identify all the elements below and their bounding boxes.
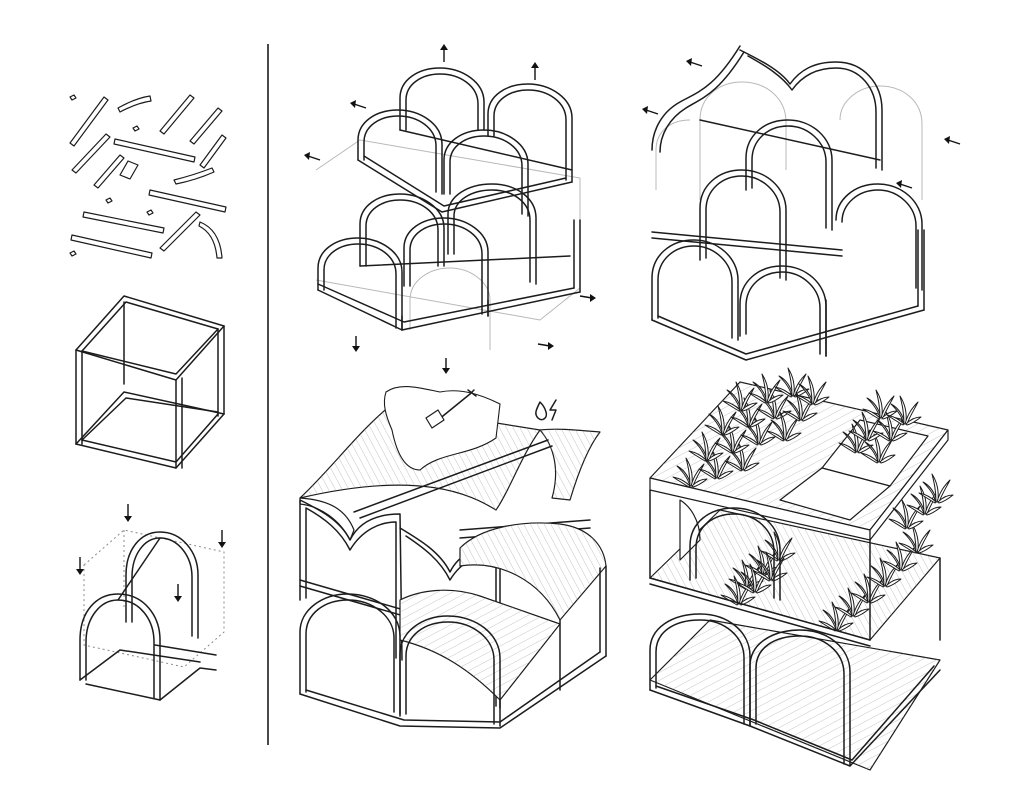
part — [93, 154, 125, 189]
arrow-left-icon — [944, 136, 961, 145]
part — [159, 94, 195, 135]
part — [198, 221, 223, 259]
part — [71, 133, 111, 174]
water-drop-icon — [535, 401, 548, 421]
arrow-down-icon — [124, 504, 132, 522]
panel-stacked-arch-grid — [304, 44, 596, 374]
arrow-left-icon — [686, 58, 703, 67]
panel-arch-module — [76, 504, 226, 701]
arrow-right-icon — [579, 294, 596, 302]
part — [113, 138, 196, 163]
lightning-icon — [549, 399, 557, 421]
part — [189, 107, 223, 145]
panel-shifted-arch-grid — [642, 45, 961, 361]
part — [119, 160, 139, 180]
arrow-left-icon — [896, 180, 913, 189]
panel-planted-structure — [649, 367, 954, 771]
arrow-down-icon — [76, 557, 84, 575]
arrow-left-icon — [642, 106, 659, 115]
part — [199, 134, 227, 169]
part — [105, 197, 113, 204]
part — [146, 209, 154, 216]
part — [69, 96, 109, 147]
arrow-down-icon — [442, 358, 450, 374]
part — [69, 94, 77, 101]
soil-heap — [383, 386, 501, 471]
part — [82, 211, 165, 234]
arrow-up-icon — [531, 62, 539, 80]
arrow-up-icon — [440, 44, 448, 62]
arrow-right-icon — [537, 342, 554, 350]
arrow-down-icon — [174, 584, 182, 602]
panel-cube-frame — [75, 295, 225, 469]
part — [117, 95, 152, 113]
part — [70, 234, 153, 259]
part — [69, 250, 77, 257]
panel-parts — [69, 94, 227, 259]
arrow-left-icon — [304, 152, 321, 161]
arrow-down-icon — [218, 530, 226, 548]
panel-vault-roof-soil — [299, 386, 607, 729]
part — [173, 167, 215, 185]
part — [132, 125, 140, 132]
arrow-down-icon — [352, 336, 360, 352]
part — [148, 189, 227, 213]
shovel-icon — [425, 389, 477, 429]
arrow-left-icon — [350, 100, 367, 109]
part — [159, 211, 201, 252]
